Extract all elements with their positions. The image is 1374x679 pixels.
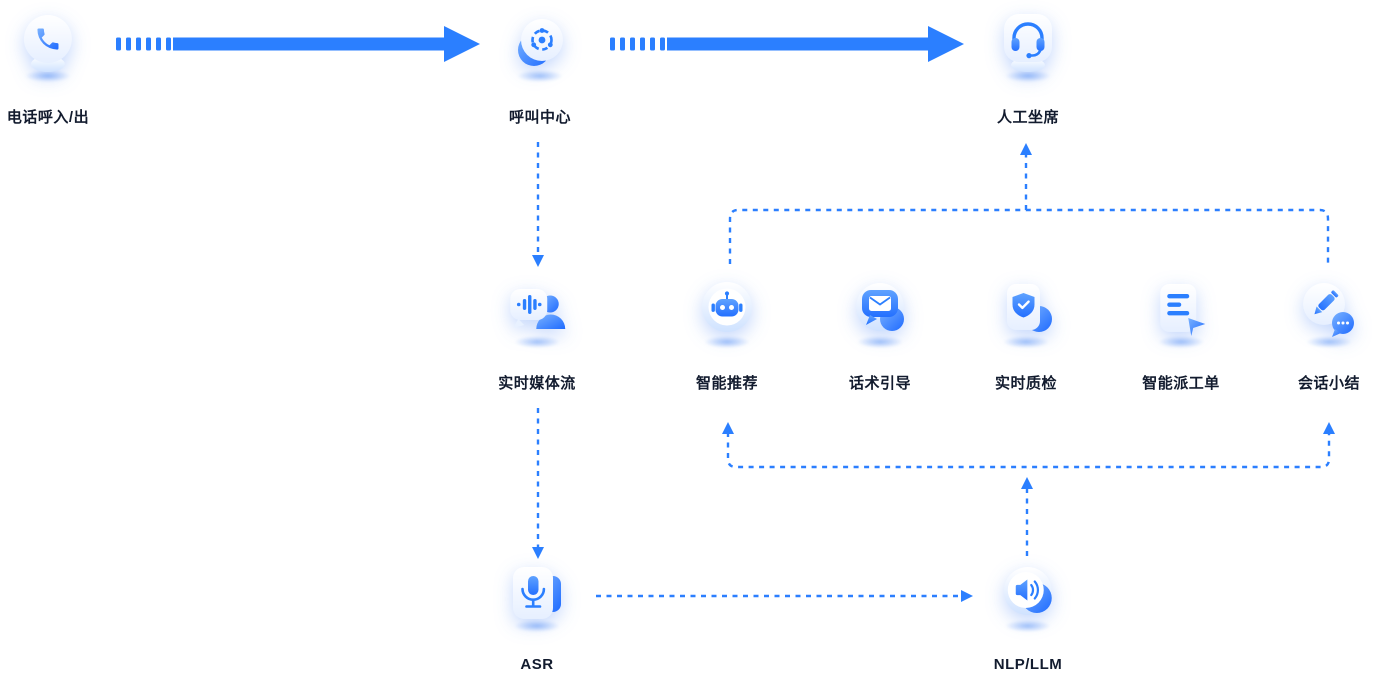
- icon-glow: [1306, 336, 1352, 348]
- arrow-phone-to-callcenter: [116, 26, 480, 62]
- bus-bottom: [722, 422, 1335, 469]
- arrow-nlp-to-bus: [1021, 477, 1033, 556]
- node-smart-recommend-label: 智能推荐: [695, 375, 758, 392]
- pencil-chat-icon: [1297, 278, 1361, 348]
- hub-icon: [508, 12, 572, 82]
- node-asr: ASR: [505, 562, 569, 673]
- microphone-icon: [505, 562, 569, 632]
- icon-glow: [514, 620, 560, 632]
- bus-top: [728, 208, 1330, 264]
- icon-glow: [1005, 620, 1051, 632]
- icon-glow: [1157, 336, 1204, 348]
- headset-icon: [996, 12, 1060, 82]
- arrow-bus-to-agent: [1020, 143, 1032, 210]
- node-script-guide-label: 话术引导: [848, 375, 911, 392]
- node-nlp-llm: NLP/LLM: [994, 562, 1063, 673]
- arrow-callcenter-to-mediastream: [532, 142, 544, 267]
- chat-envelope-icon: [848, 278, 912, 348]
- arrow-asr-to-nlp: [596, 590, 973, 602]
- node-call-center-label: 呼叫中心: [508, 109, 571, 126]
- waveform-person-icon: [505, 278, 569, 348]
- document-lines-icon: [1149, 278, 1213, 348]
- node-media-stream: 实时媒体流: [498, 278, 576, 393]
- node-phone: 电话呼入/出: [7, 12, 89, 127]
- node-session-summary-label: 会话小结: [1297, 375, 1360, 392]
- node-agent: 人工坐席: [996, 12, 1060, 127]
- node-call-center: 呼叫中心: [508, 12, 572, 127]
- icon-glow: [1005, 70, 1051, 82]
- node-agent-label: 人工坐席: [996, 109, 1059, 126]
- node-work-order: 智能派工单: [1142, 278, 1220, 393]
- node-asr-label: ASR: [520, 656, 554, 673]
- icon-glow: [857, 336, 903, 348]
- node-media-stream-label: 实时媒体流: [498, 375, 576, 392]
- node-session-summary: 会话小结: [1297, 278, 1361, 393]
- icon-glow: [24, 70, 71, 82]
- node-smart-recommend: 智能推荐: [695, 278, 759, 393]
- node-nlp-llm-label: NLP/LLM: [993, 656, 1063, 673]
- node-work-order-label: 智能派工单: [1142, 375, 1220, 392]
- arrow-mediastream-to-asr: [532, 408, 544, 559]
- phone-icon: [16, 12, 80, 82]
- icon-glow: [704, 336, 750, 348]
- node-phone-label: 电话呼入/出: [6, 109, 90, 126]
- icon-glow: [513, 336, 560, 348]
- node-script-guide: 话术引导: [848, 278, 912, 393]
- shield-check-icon: [994, 278, 1058, 348]
- icon-glow: [1003, 336, 1049, 348]
- node-quality-check: 实时质检: [994, 278, 1058, 393]
- icon-glow: [517, 70, 563, 82]
- robot-icon: [695, 278, 759, 348]
- speaker-icon: [996, 562, 1060, 632]
- arrow-callcenter-to-agent: [610, 26, 964, 62]
- node-quality-check-label: 实时质检: [994, 375, 1057, 392]
